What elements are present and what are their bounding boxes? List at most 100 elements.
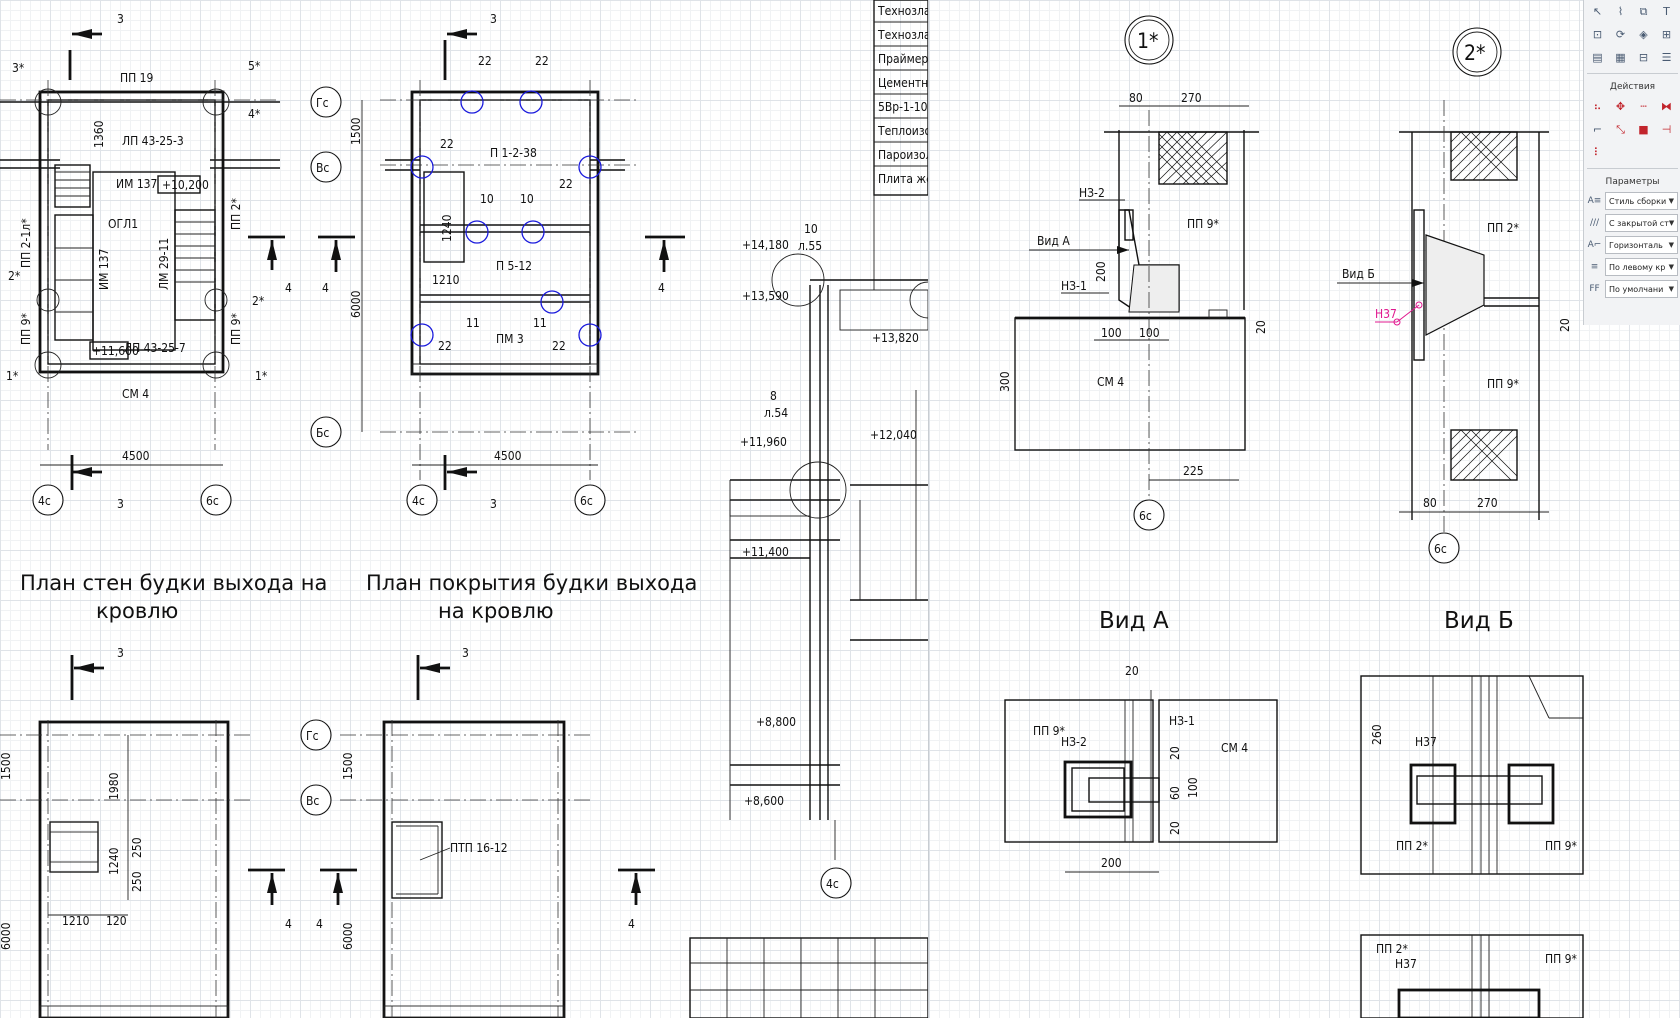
fill-icon[interactable]: ■ [1638,123,1649,136]
section-mark: 4 [285,281,292,295]
table-icon[interactable]: ▦ [1615,51,1626,64]
panel-label: НЗ-2 [1061,735,1087,749]
chevron-down-icon: ▼ [1668,197,1674,205]
panel-label: ПП 9* [19,312,33,345]
dimension: 22 [552,339,566,353]
panel-label: СМ 4 [122,387,149,401]
param-arrow[interactable]: ∕∕∕ С закрытой ст▼ [1584,212,1680,234]
orientation-select[interactable]: Горизонталь▼ [1605,236,1678,254]
axis-label: Вс [306,794,319,808]
highlighted-label[interactable]: Н37 [1375,307,1397,321]
dimension: 200 [1094,261,1108,282]
view-icon[interactable]: ⊞ [1661,28,1672,41]
section-mark: 3 [490,497,497,511]
dimension-icon[interactable]: ⊡ [1592,28,1603,41]
node-mark: 5* [248,59,261,73]
axis-label: 6с [580,494,593,508]
dimension: 80 [1423,496,1437,510]
dimension: 1980 [107,772,121,800]
actions-title: Действия [1609,82,1656,92]
plan-title: на кровлю [438,599,554,623]
font-icon: FF [1589,284,1600,294]
cube-icon[interactable]: ◈ [1639,28,1648,41]
extend-icon[interactable]: ⤡ [1616,122,1625,136]
drawing-sheet-left: 3 ПП 19 ЛП 43-25-3 ИМ 137 ОГЛ1 ИМ 137 ЛМ… [0,0,928,1018]
dimension: 1360 [92,120,106,148]
dashes-icon[interactable]: ┄ [1640,100,1647,113]
panel-label: СМ 4 [1221,741,1248,755]
panel-label: ПП 9* [229,312,243,345]
panel-label: ЛМ 29-11 [157,238,171,290]
panel-label: ПП 2* [1487,221,1520,235]
panel-label: ПТП 16-12 [450,841,508,855]
level-mark: +8,800 [756,715,796,729]
align-select[interactable]: По левому кр▼ [1605,258,1678,276]
dimension: 1240 [107,847,121,875]
detail-ref: 8 [770,389,777,403]
axis-label: 6с [1139,509,1152,523]
level-mark: +10,200 [162,178,209,192]
axis-label: Бс [316,426,329,440]
node-mark: 2* [252,294,265,308]
panel-label: П 5-12 [496,259,532,273]
points-icon[interactable]: ⠦ [1593,100,1602,113]
section-mark: 4 [316,917,323,931]
panel-label: ЛП 43-25-3 [122,134,184,148]
dimension: 1500 [349,117,363,145]
panel-label: ПП 9* [1487,377,1520,391]
drawing-canvas-left[interactable]: 3 ПП 19 ЛП 43-25-3 ИМ 137 ОГЛ1 ИМ 137 ЛМ… [0,0,928,1018]
layers-icon[interactable]: ▤ [1592,51,1603,64]
style-select[interactable]: Стиль сборки▼ [1605,192,1678,210]
dimension: 100 [1101,326,1122,340]
panel-label: П 1-2-38 [490,146,537,160]
legend-row: Технозлас [877,28,928,42]
param-align[interactable]: ≡ По левому кр▼ [1584,256,1680,278]
panel-label: Н37 [1415,735,1437,749]
level-mark: +11,400 [742,545,789,559]
panel-label: СМ 4 [1097,375,1124,389]
plan-lower-right: 3 ПТП 16-12 Гс Вс 1500 6000 4 4 [300,646,655,1018]
axis-label: 6с [206,494,219,508]
legend-row: Технозлас [877,4,928,18]
section-mark: 3 [117,646,124,660]
move-icon[interactable]: ✥ [1615,100,1626,113]
plan-title: кровлю [96,599,178,623]
dimension: 200 [1101,856,1122,870]
dimension: 4500 [494,449,522,463]
dimension: 6000 [341,922,355,950]
arrow-select[interactable]: С закрытой ст▼ [1605,214,1678,232]
section-mark: 4 [322,281,329,295]
level-mark: +12,040 [870,428,917,442]
list-icon[interactable]: ☰ [1661,51,1672,64]
polyline-icon[interactable]: ⌇ [1617,5,1624,18]
param-style[interactable]: A≡ Стиль сборки▼ [1584,190,1680,212]
drawing-canvas-right[interactable]: 1* 80 270 ПП 9* НЗ-2 Вид А 200 НЗ-1 [928,0,1680,1018]
mirror-icon[interactable]: ⧓ [1661,100,1672,113]
panel-label: НЗ-2 [1079,186,1105,200]
legend-row: Пароизоля [878,148,928,162]
drawing-sheet-right: 1* 80 270 ПП 9* НЗ-2 Вид А 200 НЗ-1 [998,15,1584,1018]
dimension: 20 [1254,320,1268,334]
trim-icon[interactable]: ⌐ [1592,123,1603,136]
break-icon[interactable]: ⊣ [1661,123,1672,136]
param-orientation[interactable]: A⌐ Горизонталь▼ [1584,234,1680,256]
plan-lower-left: 3 1980 1240 250 250 1500 6000 1210 120 4 [0,646,292,1018]
dimension: 6000 [0,922,13,950]
copy-icon[interactable]: ⧉ [1639,4,1648,18]
text-icon[interactable]: T [1663,5,1670,18]
node-mark: 2* [8,269,21,283]
select-icon[interactable]: ↖ [1592,5,1603,18]
chevron-down-icon: ▼ [1668,285,1674,293]
dimension: 100 [1186,777,1200,798]
grid-icon[interactable]: ⊟ [1638,51,1649,64]
panel-label: ПП 9* [1545,839,1578,853]
rotate-icon[interactable]: ⟳ [1615,28,1626,41]
view-b: Вид Б Н37 ПП 2* ПП 9* 260 ПП 2* Н37 ПП 9… [1360,608,1584,1018]
legend-row: Праймер б [878,52,928,66]
nodes-icon[interactable]: ⠇ [1593,146,1602,159]
font-select[interactable]: По умолчани▼ [1605,280,1678,298]
detail-title: 1* [1137,29,1158,53]
param-font[interactable]: FF По умолчани▼ [1584,278,1680,300]
detail-ref: л.55 [798,239,822,253]
legend-row: Плита жел [878,172,928,186]
